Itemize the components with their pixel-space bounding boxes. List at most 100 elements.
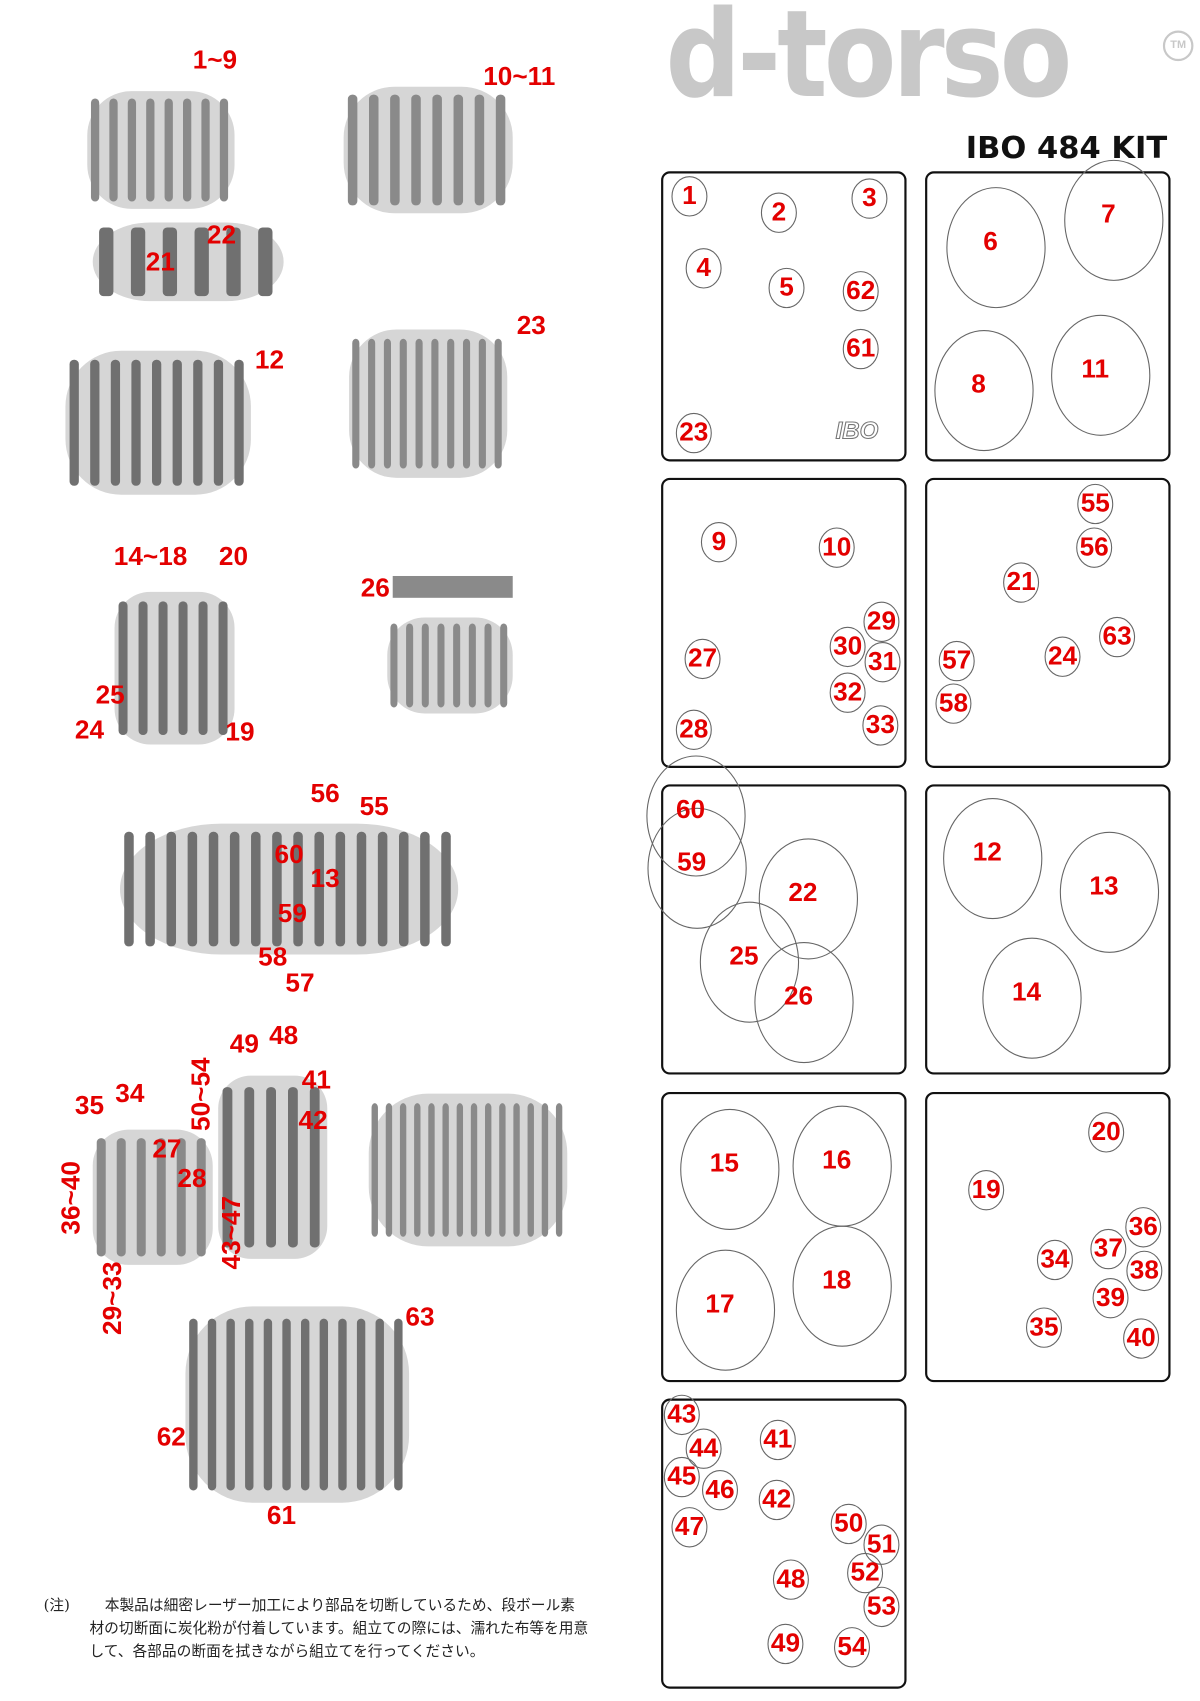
model-rib (390, 623, 398, 708)
model-rib (368, 338, 376, 469)
model-rib (478, 338, 486, 469)
sheet-part-number: 26 (783, 981, 814, 1012)
model-rib (527, 1103, 534, 1237)
part-number-label: 35 (74, 1090, 105, 1121)
part-number-label: 60 (274, 839, 304, 870)
sheet-part-number: 2 (771, 197, 787, 227)
sheet-part-number: 10 (822, 532, 852, 562)
part-number-label: 12 (254, 345, 285, 376)
part-number-label: 29~33 (98, 1261, 128, 1335)
part-number-label: 13 (310, 863, 340, 894)
model-rib (406, 623, 414, 708)
sheet-part-number: 44 (689, 1433, 719, 1463)
sheet-part-number: 55 (1080, 488, 1110, 519)
model-rib (229, 831, 240, 947)
part-number-label: 24 (74, 715, 105, 746)
part-number-label: 1~9 (192, 45, 238, 76)
model-rib (484, 623, 492, 708)
model-rib (178, 601, 188, 735)
sheet-part-number: 22 (788, 878, 818, 908)
model-rib (300, 1318, 310, 1491)
model-rib (258, 227, 273, 297)
part-number-label: 58 (258, 942, 288, 972)
model-rib (428, 1103, 435, 1237)
sheet-part-number: 43 (667, 1399, 697, 1430)
model-rib (415, 338, 423, 469)
model-rib (385, 1103, 393, 1237)
sheet-part-number: 21 (1006, 567, 1036, 597)
part-number-label: 23 (516, 310, 546, 341)
part-number-label: 10~11 (483, 62, 556, 92)
model-rib (69, 359, 79, 486)
model-rib (136, 1138, 146, 1257)
model-rib (116, 1138, 126, 1257)
part-number-label: 21 (145, 247, 175, 278)
model-rib (193, 359, 203, 486)
sheet-part-number: 46 (705, 1474, 735, 1505)
sheet-part-number: 8 (971, 369, 986, 400)
part-number-label: 41 (301, 1065, 331, 1096)
model-rib (207, 1318, 217, 1491)
model-rib (131, 359, 141, 486)
model-rib (90, 359, 100, 486)
sheet-part-number: 15 (709, 1148, 739, 1179)
model-rib (441, 831, 451, 947)
parts-sheet-2 (925, 171, 1171, 462)
model-rib (414, 1103, 421, 1237)
model-rib (263, 1318, 273, 1491)
sheet-part-number: 13 (1089, 871, 1119, 902)
sheet-part-number: 42 (762, 1484, 792, 1515)
model-rib (398, 831, 409, 947)
model-rib (182, 98, 192, 202)
sheet-part-number: 6 (983, 226, 998, 257)
sheet-part-number: 51 (866, 1529, 897, 1559)
part-number-label: 62 (156, 1422, 186, 1452)
model-rib (218, 601, 228, 735)
sheet-part-number: 32 (833, 677, 863, 707)
sheet-part-number: 20 (1091, 1117, 1121, 1147)
sheet-part-number: 19 (971, 1174, 1001, 1205)
note-prefix: (注) (43, 1597, 70, 1615)
sheet-part-number: 40 (1126, 1323, 1156, 1353)
model-body (114, 591, 235, 745)
sheet-part-number: 18 (822, 1265, 852, 1295)
model-rib (151, 359, 162, 486)
parts-sheet-5 (661, 784, 907, 1075)
sheet-part-number: 62 (846, 275, 876, 306)
part-number-label: 28 (177, 1163, 207, 1194)
part-number-label: 50~54 (186, 1057, 216, 1131)
model-body (368, 1093, 568, 1247)
model-rib (456, 1103, 464, 1237)
sheet-part-number: 4 (696, 253, 711, 283)
model-rib (90, 98, 100, 202)
sheet-part-number: 7 (1101, 199, 1116, 230)
sheet-part-number: 53 (866, 1591, 897, 1622)
model-rib (420, 831, 430, 947)
model-rib (555, 1103, 563, 1237)
sheet-part-number: 52 (850, 1557, 880, 1588)
model-body (387, 617, 513, 714)
sheet-part-number: 60 (675, 795, 706, 825)
model-rib (201, 98, 210, 202)
model-rib (99, 227, 114, 297)
model-rib (470, 1103, 478, 1237)
model-rib (375, 1318, 384, 1491)
caution-note: (注) 本製品は細密レーザー加工により部品を切断しているため、段ボール素材の切断… (44, 1595, 589, 1664)
sheet-part-number: 12 (972, 837, 1002, 868)
ibo-mark: IBO (835, 416, 879, 444)
model-rib (453, 94, 464, 206)
sheet-part-number: 36 (1128, 1211, 1158, 1242)
sheet-part-number: 57 (942, 645, 972, 676)
part-number-label: 55 (359, 791, 389, 822)
part-number-label: 59 (277, 898, 307, 929)
sheet-part-number: 58 (938, 688, 969, 718)
sheet-part-number: 47 (674, 1511, 705, 1542)
model-rib (513, 1103, 520, 1237)
model-rib (499, 1103, 506, 1237)
part-number-label: 42 (298, 1106, 328, 1136)
model-rib (138, 601, 148, 735)
model-rib (541, 1103, 549, 1237)
sheet-part-number: 49 (770, 1628, 801, 1659)
kit-title: IBO 484 KIT (965, 129, 1168, 166)
sheet-part-number: 61 (846, 333, 876, 364)
